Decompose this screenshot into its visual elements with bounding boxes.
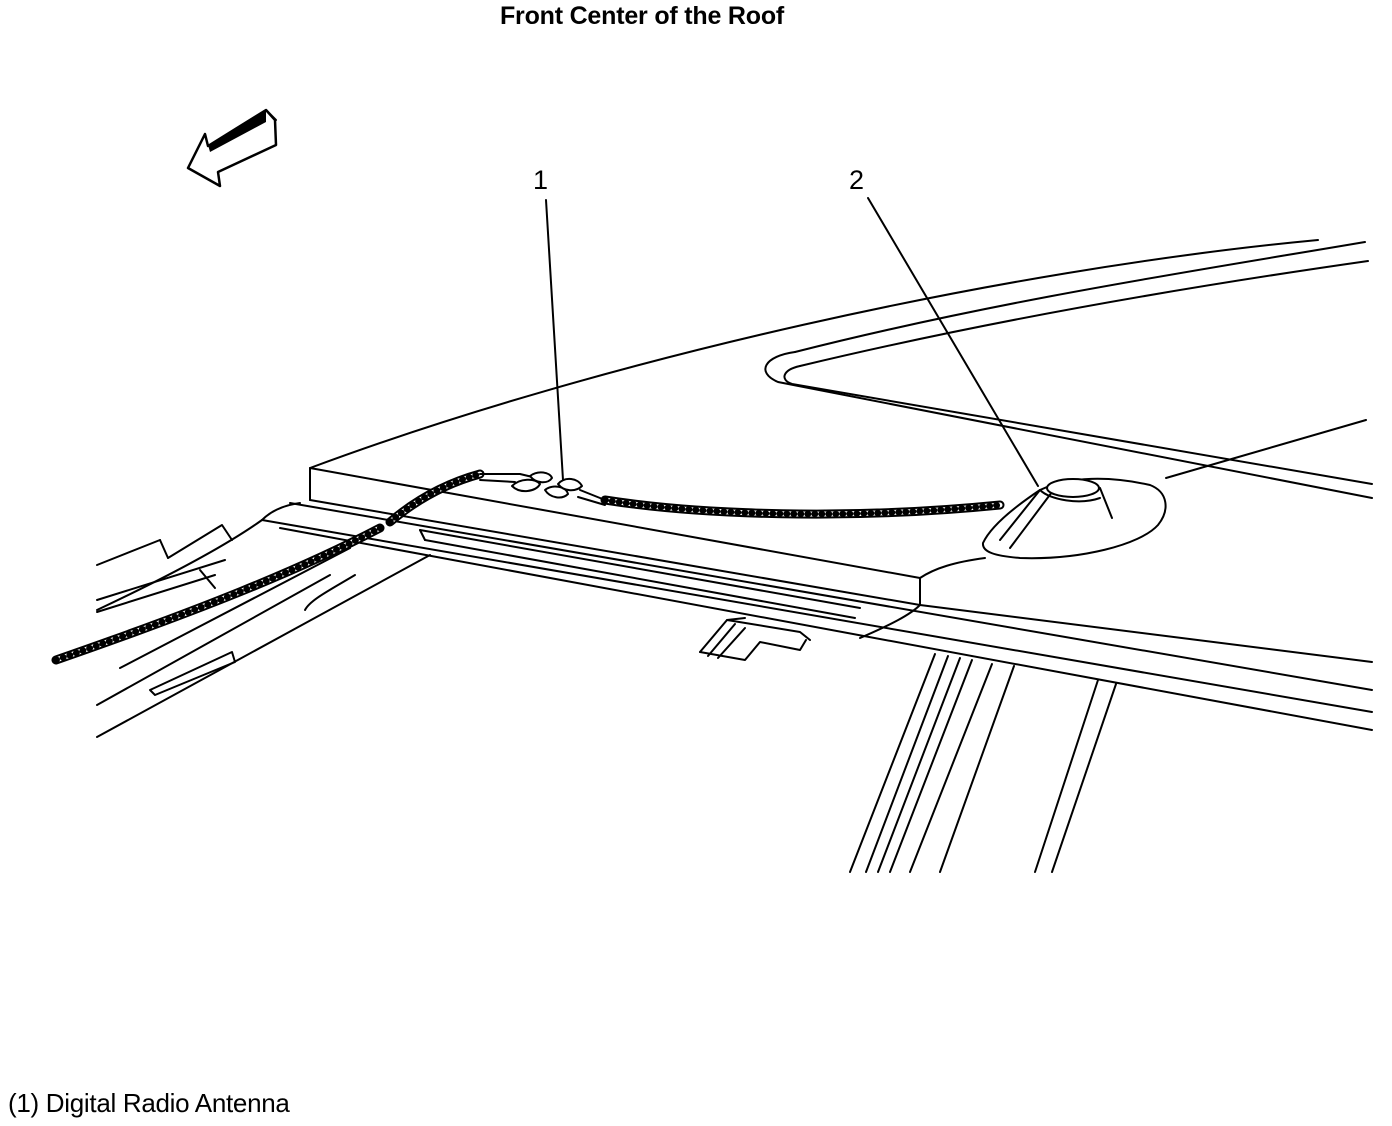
antenna-base-assembly	[982, 477, 1167, 560]
callout-number-1: 1	[533, 165, 549, 195]
callout-number-2: 2	[849, 165, 865, 195]
legend: (1) Digital Radio Antenna	[8, 1088, 290, 1119]
digital-radio-antenna-connector	[511, 471, 583, 499]
rear-pillars	[699, 617, 1117, 873]
diagram-title: Front Center of the Roof	[499, 2, 785, 30]
legend-item: (1) Digital Radio Antenna	[8, 1088, 290, 1118]
front-direction-arrow-icon	[186, 108, 278, 188]
leader-lines	[545, 197, 1039, 487]
front-header-rail	[261, 467, 1373, 731]
leader-line-2	[867, 197, 1039, 487]
antenna-cable-harness	[51, 469, 1005, 665]
leader-line-1	[545, 199, 564, 481]
left-side-structure	[96, 519, 431, 738]
roof-panel	[309, 239, 1373, 499]
